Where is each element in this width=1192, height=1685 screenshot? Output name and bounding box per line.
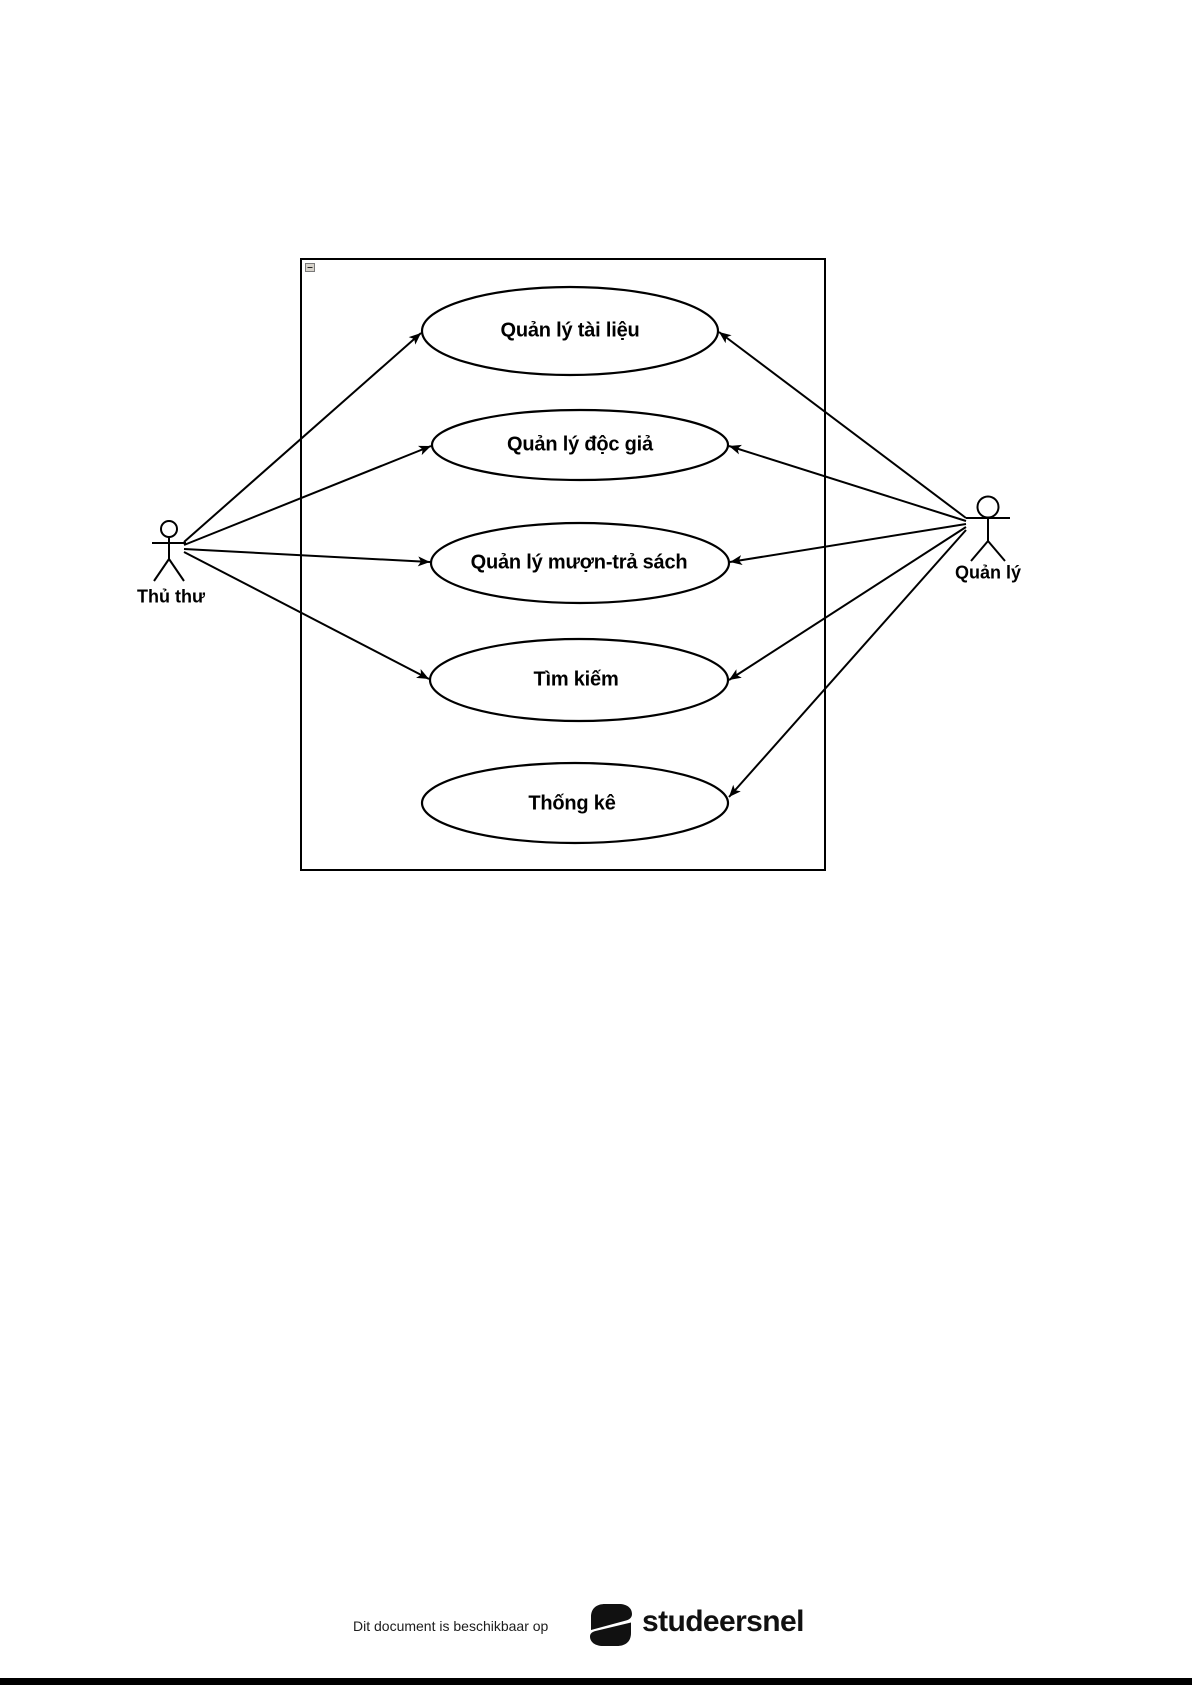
- actor-manager-figure: [966, 495, 1010, 562]
- association-librarian-uc3: [183, 548, 431, 567]
- actor-manager-leg-left: [970, 540, 989, 562]
- association-librarian-uc2: [183, 445, 432, 546]
- actor-librarian-head: [160, 520, 178, 538]
- use-case-ellipse-uc1: [420, 285, 720, 377]
- use-case-label-tim-kiem: Tìm kiếm: [533, 668, 619, 691]
- use-case-label-thong-ke: Thống kê: [528, 792, 616, 815]
- actor-manager-head: [976, 495, 1000, 519]
- actor-librarian-leg-left: [153, 558, 170, 582]
- use-case-label-quan-ly-doc-gia: Quản lý độc giả: [507, 433, 653, 456]
- actor-librarian-leg-right: [168, 558, 185, 582]
- actor-manager-leg-right: [987, 540, 1006, 562]
- association-manager-uc1: [718, 331, 967, 519]
- use-case-ellipse-uc3: [429, 521, 731, 605]
- association-manager-uc2: [728, 444, 967, 522]
- association-manager-uc5: [728, 529, 967, 798]
- studeersnel-logo-icon: [590, 1604, 632, 1646]
- footer-availability-text: Dit document is beschikbaar op: [353, 1618, 549, 1634]
- use-case-ellipse-uc4: [428, 637, 730, 723]
- association-librarian-uc1: [183, 332, 422, 543]
- use-case-ellipse-uc5: [420, 761, 730, 845]
- studeersnel-logo-text: studeersnel: [642, 1605, 804, 1638]
- use-case-label-quan-ly-muon-tra-sach: Quản lý mượn-trả sách: [470, 551, 688, 574]
- association-librarian-uc4: [183, 551, 430, 680]
- system-boundary: [300, 258, 826, 871]
- actor-label-manager: Quản lý: [954, 562, 1022, 583]
- use-case-label-quan-ly-tai-lieu: Quản lý tài liệu: [500, 319, 640, 342]
- actor-librarian-figure: [152, 520, 186, 582]
- collapse-icon: [305, 263, 315, 272]
- association-manager-uc4: [728, 526, 967, 681]
- bottom-bar: [0, 1678, 1192, 1685]
- use-case-ellipses: [420, 285, 731, 845]
- actor-label-librarian: Thủ thư: [136, 586, 206, 607]
- association-lines: [183, 331, 967, 798]
- use-case-ellipse-uc2: [430, 408, 730, 482]
- association-manager-uc3: [729, 523, 967, 566]
